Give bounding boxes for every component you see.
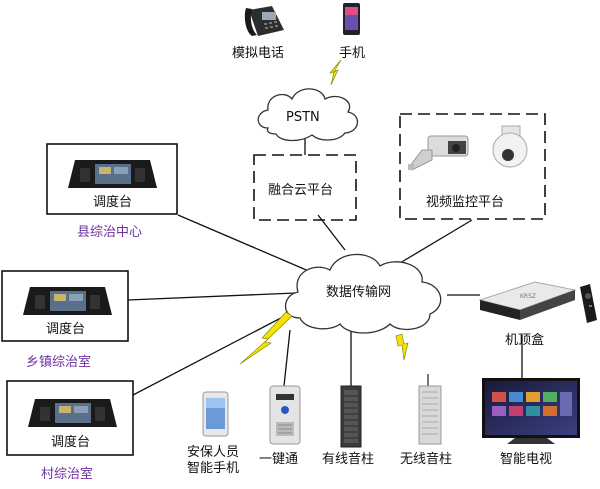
wired-speaker-icon [340,385,362,448]
set-top-box-label: 机顶盒 [505,332,544,348]
pstn-cloud [257,88,359,142]
smartphone-icon [202,391,229,437]
mobile-phone-icon [343,3,360,35]
remote-control-icon [580,284,597,323]
data-network-label: 数据传输网 [326,284,391,300]
county-console-label: 调度台 [93,194,132,210]
security-phone-label-2: 智能手机 [187,461,239,476]
svg-text:KRSZ: KRSZ [520,293,536,300]
surveillance-camera-icon [408,135,469,171]
video-monitor-box [399,113,546,220]
set-top-box-icon: KRSZ [478,281,577,320]
smart-tv-icon [482,378,580,444]
line-village [132,307,301,396]
video-monitor-label: 视频监控平台 [426,195,504,210]
village-console-label: 调度台 [51,434,90,450]
wireless-speaker-label: 无线音柱 [400,451,452,467]
wireless-speaker-icon [418,374,442,445]
data-network-cloud [284,253,442,334]
fusion-cloud-label: 融合云平台 [268,183,333,198]
dome-camera-icon [492,125,528,168]
security-phone-label-1: 安保人员 [187,445,239,460]
fusion-cloud-box [253,154,357,221]
dispatch-console-icon [23,287,112,315]
line-township [127,292,297,301]
township-console-label: 调度台 [46,321,85,337]
line-video-network [399,219,473,264]
county-center-label: 县综治中心 [77,225,142,240]
wired-speaker-label: 有线音柱 [322,451,374,467]
one-key-label: 一键通 [259,452,298,467]
pstn-label: PSTN [286,110,320,125]
connection-lines [127,133,523,396]
mobile-phone-label: 手机 [339,46,365,61]
township-center-label: 乡镇综治室 [26,354,91,370]
one-key-terminal-icon [269,385,301,445]
dispatch-console-icon [68,160,157,188]
village-center-label: 村综治室 [41,466,93,482]
dispatch-console-icon [28,399,117,427]
line-county [177,214,319,276]
line-network-onekey [283,329,291,387]
line-fusion-network [317,214,346,251]
analog-phone-label: 模拟电话 [232,46,284,61]
wireless-lightning-icons [239,59,409,365]
county-console-box [46,143,178,215]
analog-phone-icon [244,6,284,36]
smart-tv-label: 智能电视 [500,452,552,467]
